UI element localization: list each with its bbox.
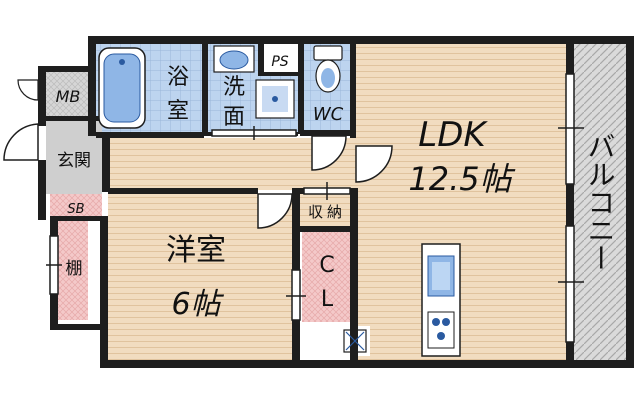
bath-label-2: 室 <box>167 99 189 124</box>
bathtub-icon <box>98 47 146 129</box>
stove-icon <box>427 311 455 349</box>
washer-pan-icon <box>255 79 295 119</box>
storage-door[interactable] <box>303 182 351 200</box>
ldk-door[interactable] <box>355 145 393 183</box>
walls <box>38 36 634 368</box>
shelf-label: 棚 <box>66 259 83 279</box>
western-door[interactable] <box>257 193 293 229</box>
mb-door[interactable] <box>17 79 39 101</box>
closet-label-1: C <box>319 253 334 278</box>
washroom-sliding-door[interactable] <box>211 126 297 140</box>
wc-door[interactable] <box>311 135 347 171</box>
ldk-name: LDK <box>418 115 488 155</box>
washroom-label-2: 面 <box>223 105 245 130</box>
ldk-floor <box>355 42 570 360</box>
wc-label: WC <box>313 104 344 125</box>
sb-area <box>50 194 102 218</box>
washroom-label-1: 洗 <box>223 75 245 100</box>
western-room-size: 6帖 <box>171 287 224 322</box>
mb-area <box>44 72 94 116</box>
storage-label: 収納 <box>308 203 346 221</box>
bath-label-1: 浴 <box>167 65 189 90</box>
mb-label: MB <box>56 87 81 106</box>
balcony-area <box>574 44 630 360</box>
entrance-door[interactable] <box>3 123 39 161</box>
sink-icon <box>213 45 255 73</box>
toilet-icon <box>313 45 343 93</box>
closet-door[interactable] <box>286 269 306 321</box>
closet-area <box>302 232 352 322</box>
sb-label: SB <box>67 202 84 217</box>
ps-area <box>262 44 298 74</box>
balcony-windows <box>558 73 584 343</box>
balcony-label: バルコニー <box>584 132 617 272</box>
shelf-area <box>58 220 88 320</box>
ldk-size: 12.5帖 <box>408 160 515 198</box>
shelf-door[interactable] <box>46 235 62 295</box>
western-room-name: 洋室 <box>166 233 226 268</box>
ps-label: PS <box>271 54 288 70</box>
vent-icon <box>343 329 367 353</box>
entrance-label: 玄関 <box>57 151 91 171</box>
closet-label-2: L <box>321 287 334 312</box>
